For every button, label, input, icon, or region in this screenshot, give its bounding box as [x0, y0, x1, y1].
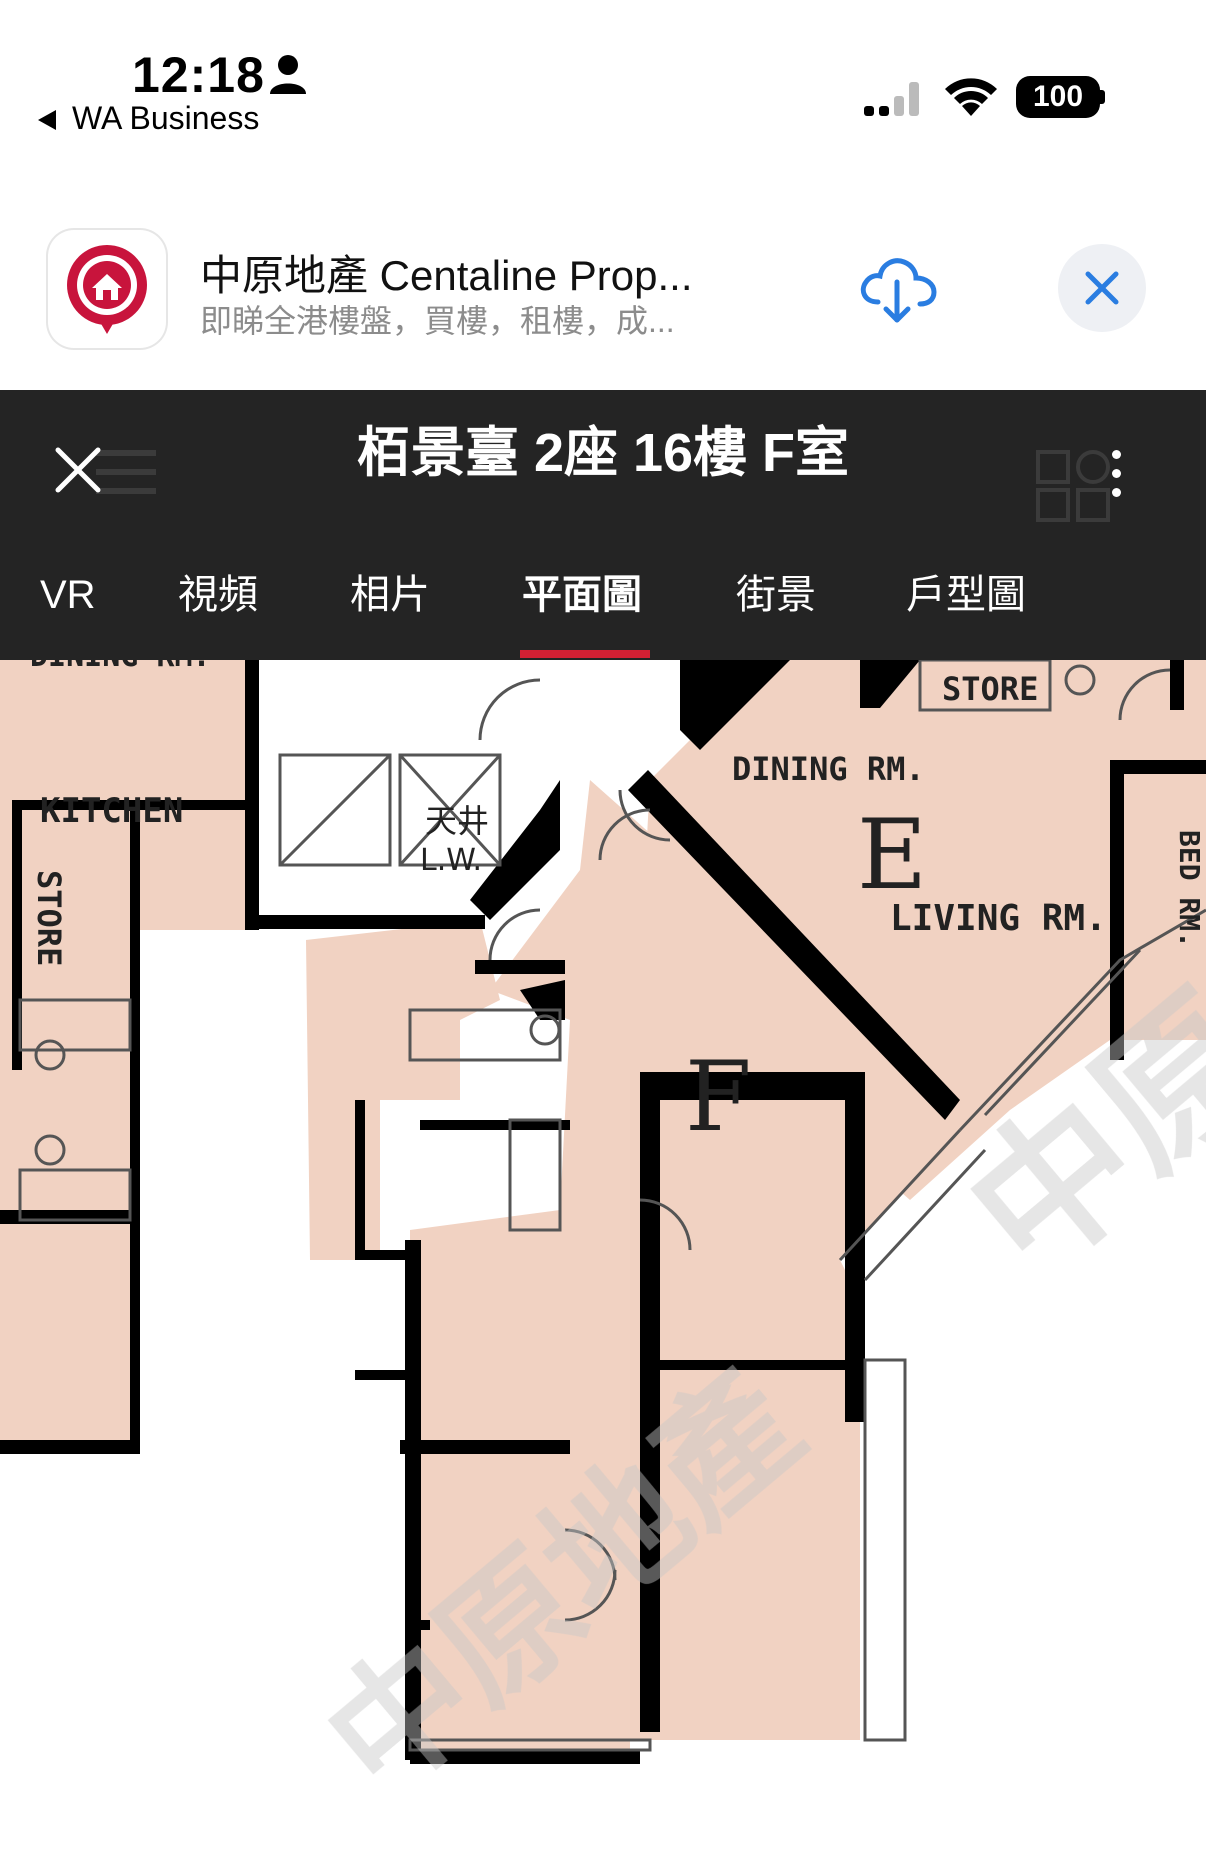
label-light-well-en: L.W. — [420, 843, 482, 878]
floor-plan-image[interactable]: 中原地產 中原地產 DINING RM. KITCHEN STORE STORE… — [0, 660, 1206, 1865]
banner-app-subtitle: 即睇全港樓盤，買樓，租樓，成... — [200, 303, 675, 339]
back-arrow-icon[interactable] — [38, 110, 56, 130]
label-unit-e: E — [857, 799, 927, 911]
label-living-e: LIVING RM. — [890, 898, 1107, 939]
label-unit-f: F — [685, 1041, 752, 1153]
label-dining-top: DINING RM. — [30, 660, 211, 674]
walls — [0, 660, 1206, 1764]
wifi-icon — [945, 78, 997, 116]
label-kitchen: KITCHEN — [40, 791, 183, 831]
menu-icon — [96, 450, 156, 494]
label-store-left: STORE — [30, 870, 68, 966]
status-bar: 12:18 WA Business 100 — [0, 0, 1206, 150]
active-tab-indicator — [520, 650, 650, 658]
tab-street-view[interactable]: 街景 — [736, 573, 816, 617]
outlines — [18, 660, 1206, 1752]
app-banner[interactable]: 中原地產 Centaline Prop... 即睇全港樓盤，買樓，租樓，成... — [0, 190, 1206, 390]
close-icon — [1085, 271, 1119, 305]
label-store-top: STORE — [942, 670, 1038, 708]
cloud-download-icon[interactable] — [856, 250, 938, 326]
label-light-well-cn: 天井 — [425, 802, 489, 840]
page-title: 栢景臺 2座 16樓 F室 — [356, 423, 850, 483]
grid-icon — [1036, 450, 1110, 522]
tab-vr[interactable]: VR — [40, 573, 96, 617]
tab-layout[interactable]: 戶型圖 — [906, 573, 1026, 617]
room-fills — [0, 660, 1206, 1760]
banner-app-title: 中原地產 Centaline Prop... — [200, 252, 693, 299]
label-dining-e: DINING RM. — [732, 750, 925, 788]
banner-close-button[interactable] — [1058, 244, 1146, 332]
person-icon — [270, 55, 306, 94]
tab-video[interactable]: 視頻 — [178, 573, 258, 617]
centaline-app-icon[interactable] — [48, 230, 166, 348]
tab-photos[interactable]: 相片 — [350, 573, 430, 617]
viewer-header: 栢景臺 2座 16樓 F室 VR 視頻 相片 平面圖 街景 戶型圖 — [0, 390, 1206, 660]
close-icon[interactable] — [54, 446, 102, 494]
label-bed-e: BED RM. — [1173, 830, 1206, 948]
signal-icon — [864, 82, 919, 116]
status-time: 12:18 — [132, 47, 265, 103]
battery-icon: 100 — [1016, 76, 1100, 118]
more-vertical-icon[interactable] — [1112, 450, 1121, 507]
tab-floor-plan[interactable]: 平面圖 — [522, 573, 642, 617]
battery-tip — [1100, 90, 1105, 104]
tab-bar: VR 視頻 相片 平面圖 街景 戶型圖 — [0, 560, 1206, 660]
back-to-app-link[interactable]: WA Business — [72, 100, 260, 136]
